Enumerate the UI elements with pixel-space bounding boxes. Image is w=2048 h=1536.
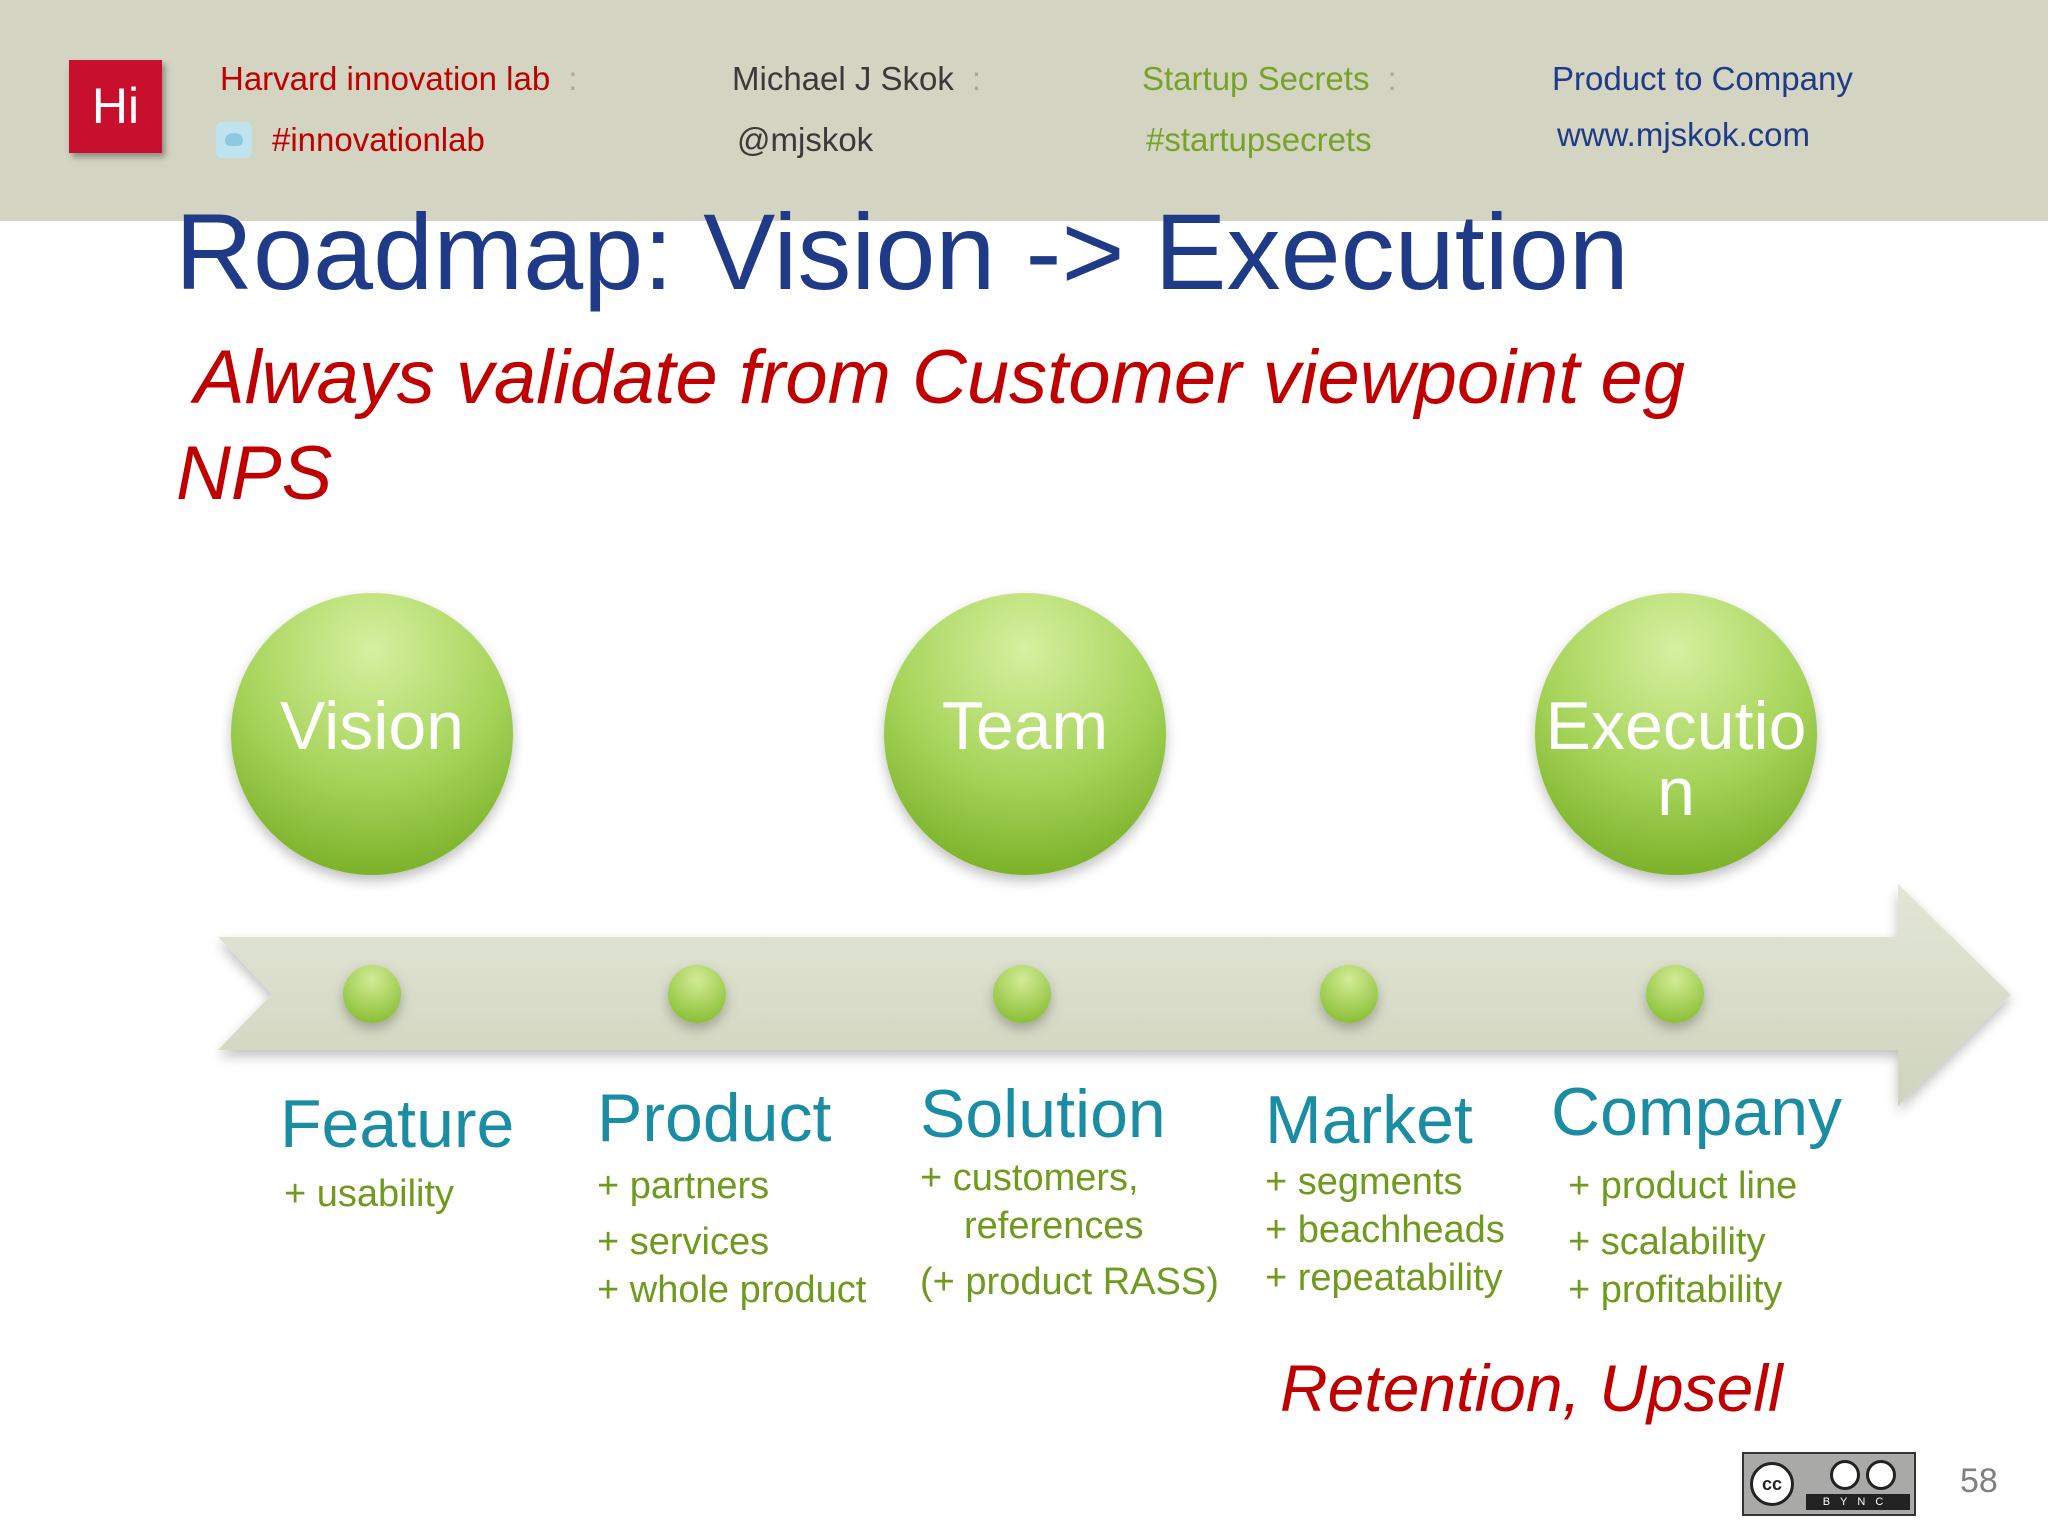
slide-subtitle: Always validate from Customer viewpoint … xyxy=(176,335,1686,516)
milestone-vision: Vision xyxy=(231,593,513,875)
milestone-label: Vision xyxy=(280,688,464,764)
stage-item: + services xyxy=(597,1221,770,1263)
stage-product: Product + partners + services + whole pr… xyxy=(597,1084,866,1314)
milestone-label: Team xyxy=(942,688,1108,764)
header-course: Product to Company xyxy=(1552,60,1853,97)
stage-item: + product line xyxy=(1568,1165,1798,1207)
stage-market: Market + segments + beachheads + repeata… xyxy=(1265,1086,1505,1302)
stage-name: Product xyxy=(597,1080,832,1156)
timeline-dots xyxy=(343,965,1704,1023)
stage-name: Company xyxy=(1551,1074,1843,1150)
header-author-handle: @mjskok xyxy=(737,121,874,158)
stage-name: Market xyxy=(1265,1082,1473,1158)
stage-feature: Feature + usability xyxy=(280,1090,514,1218)
stage-name: Feature xyxy=(280,1086,515,1162)
cc-icon: cc xyxy=(1750,1462,1794,1506)
header-series-tag: #startupsecrets xyxy=(1146,121,1372,158)
stage-item: + usability xyxy=(284,1173,455,1215)
by-attribution-icon xyxy=(1830,1460,1860,1490)
header-series: Startup Secrets: xyxy=(1142,60,1397,97)
hi-logo: Hi xyxy=(69,60,162,153)
header-lab-tag: #innovationlab xyxy=(272,121,485,158)
stage-company: Company + product line + scalability + p… xyxy=(1551,1078,1842,1314)
header-band xyxy=(0,0,2048,221)
timeline-arrow xyxy=(218,884,2011,1106)
stage-item: + beachheads xyxy=(1265,1209,1505,1251)
stage-item: + profitability xyxy=(1568,1269,1783,1311)
timeline-dot xyxy=(1320,965,1378,1023)
header-lab-name: Harvard innovation lab: xyxy=(220,60,578,97)
header-website: www.mjskok.com xyxy=(1557,116,1811,153)
milestone-label: Executio xyxy=(1546,688,1807,764)
timeline-dot xyxy=(668,965,726,1023)
retention-note: Retention, Upsell xyxy=(1280,1351,1783,1425)
stage-item: + scalability xyxy=(1568,1221,1766,1263)
stage-item: + partners xyxy=(597,1165,770,1207)
header-author: Michael J Skok: xyxy=(732,60,982,97)
twitter-icon xyxy=(216,122,252,158)
cc-tags: BYNC xyxy=(1806,1494,1910,1510)
stage-item: + segments xyxy=(1265,1161,1463,1203)
timeline-dot xyxy=(343,965,401,1023)
timeline-dot xyxy=(993,965,1051,1023)
noncommercial-icon xyxy=(1866,1460,1896,1490)
stage-solution: Solution + customers, references (+ prod… xyxy=(920,1080,1219,1306)
stage-item: references xyxy=(964,1205,1144,1247)
page-number: 58 xyxy=(1960,1462,1998,1500)
milestone-team: Team xyxy=(884,593,1166,875)
slide-title: Roadmap: Vision -> Execution xyxy=(175,191,1629,312)
stage-item: + repeatability xyxy=(1265,1257,1503,1299)
cc-license-badge[interactable]: cc BYNC xyxy=(1742,1452,1916,1516)
stage-item: (+ product RASS) xyxy=(920,1261,1219,1303)
stage-name: Solution xyxy=(920,1076,1166,1152)
milestone-execution: Executio n xyxy=(1535,593,1817,875)
timeline-dot xyxy=(1646,965,1704,1023)
stage-item: + whole product xyxy=(597,1269,867,1311)
stage-item: + customers, xyxy=(920,1157,1139,1199)
milestone-label: n xyxy=(1657,754,1695,830)
